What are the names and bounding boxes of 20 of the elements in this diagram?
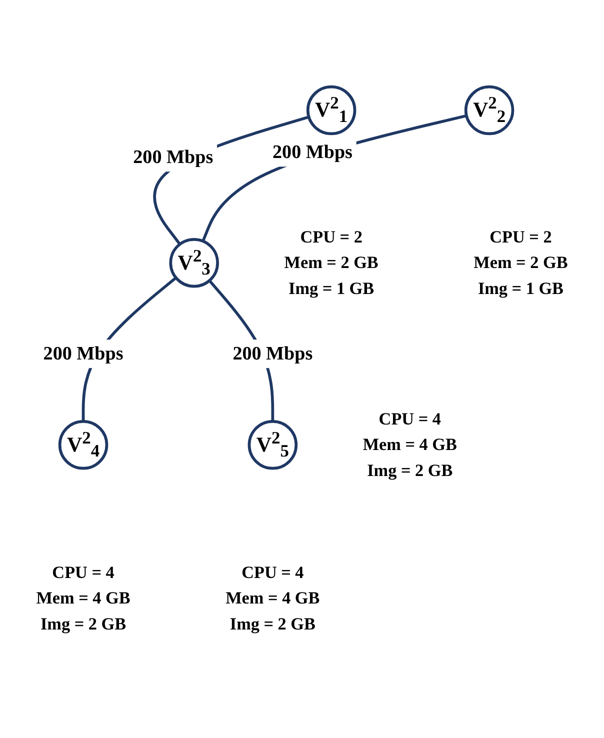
edge-label: 200 Mbps <box>272 142 352 163</box>
node-label: Mem = 4 GB <box>36 588 130 608</box>
node-label: CPU = 2 <box>300 227 362 246</box>
node-label: CPU = 4 <box>378 409 441 428</box>
node-label: Mem = 4 GB <box>226 588 320 608</box>
node-label: Img = 1 GB <box>288 278 374 298</box>
node-label: Img = 2 GB <box>40 614 126 634</box>
node-label: Img = 1 GB <box>478 278 564 298</box>
edge-label: 200 Mbps <box>43 343 124 364</box>
node-label: CPU = 4 <box>242 562 304 582</box>
node-label: Mem = 2 GB <box>474 252 568 272</box>
node-label: Img = 2 GB <box>230 614 316 634</box>
node-label: CPU = 2 <box>490 227 552 246</box>
node-label: Mem = 4 GB <box>362 434 457 454</box>
connector <box>202 114 467 242</box>
node-label: Img = 2 GB <box>367 460 453 480</box>
edge-label: 200 Mbps <box>232 343 313 364</box>
node-label: CPU = 4 <box>52 562 114 582</box>
edge-label: 200 Mbps <box>133 146 214 168</box>
node-label: Mem = 2 GB <box>284 252 378 272</box>
